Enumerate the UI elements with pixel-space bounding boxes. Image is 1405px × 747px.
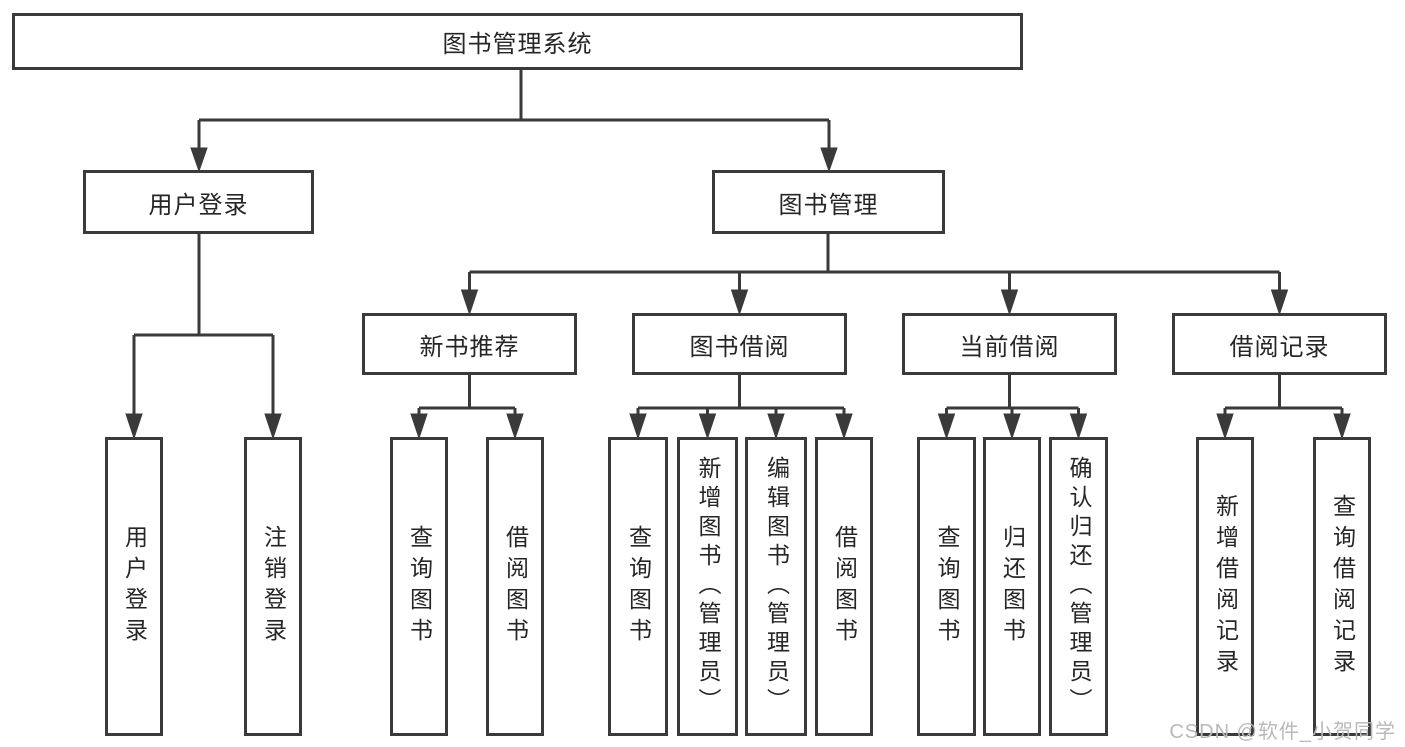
leaf-add-book-admin: 新增图书（管理员） <box>677 437 738 736</box>
leaf-add-borrow-record: 新增借阅记录 <box>1196 437 1254 736</box>
connector-book-borrowing-to-children <box>629 375 853 440</box>
connector-current-borrowing-to-children <box>937 375 1088 440</box>
node-book-management: 图书管理 <box>712 170 945 234</box>
leaf-query-books-recommend: 查询图书 <box>390 437 448 736</box>
leaf-query-books-borrowing: 查询图书 <box>608 437 668 736</box>
node-borrowing-records: 借阅记录 <box>1172 313 1387 375</box>
leaf-return-books: 归还图书 <box>983 437 1041 736</box>
connector-borrowing-records-to-children <box>1216 375 1351 440</box>
leaf-borrow-books-recommend: 借阅图书 <box>486 437 544 736</box>
csdn-watermark: CSDN @软件_小贺同学 <box>1169 721 1396 743</box>
connector-book-management-to-children <box>460 233 1289 316</box>
node-new-book-recommend: 新书推荐 <box>362 313 577 375</box>
leaf-confirm-return-admin: 确认归还（管理员） <box>1049 437 1108 736</box>
leaf-edit-book-admin: 编辑图书（管理员） <box>745 437 807 736</box>
leaf-user-login: 用户登录 <box>105 437 163 736</box>
node-book-borrowing: 图书借阅 <box>632 313 847 375</box>
connector-user-login-to-children <box>125 233 282 440</box>
node-user-login: 用户登录 <box>83 170 314 234</box>
connector-root-to-level2 <box>190 70 838 173</box>
connector-new-book-recommend-to-children <box>410 375 524 440</box>
node-library-system: 图书管理系统 <box>12 13 1023 70</box>
leaf-borrow-books-borrowing: 借阅图书 <box>815 437 873 736</box>
leaf-query-borrow-record: 查询借阅记录 <box>1313 437 1371 736</box>
node-current-borrowing: 当前借阅 <box>902 313 1117 375</box>
leaf-query-books-current: 查询图书 <box>917 437 976 736</box>
leaf-logout: 注销登录 <box>244 437 302 736</box>
